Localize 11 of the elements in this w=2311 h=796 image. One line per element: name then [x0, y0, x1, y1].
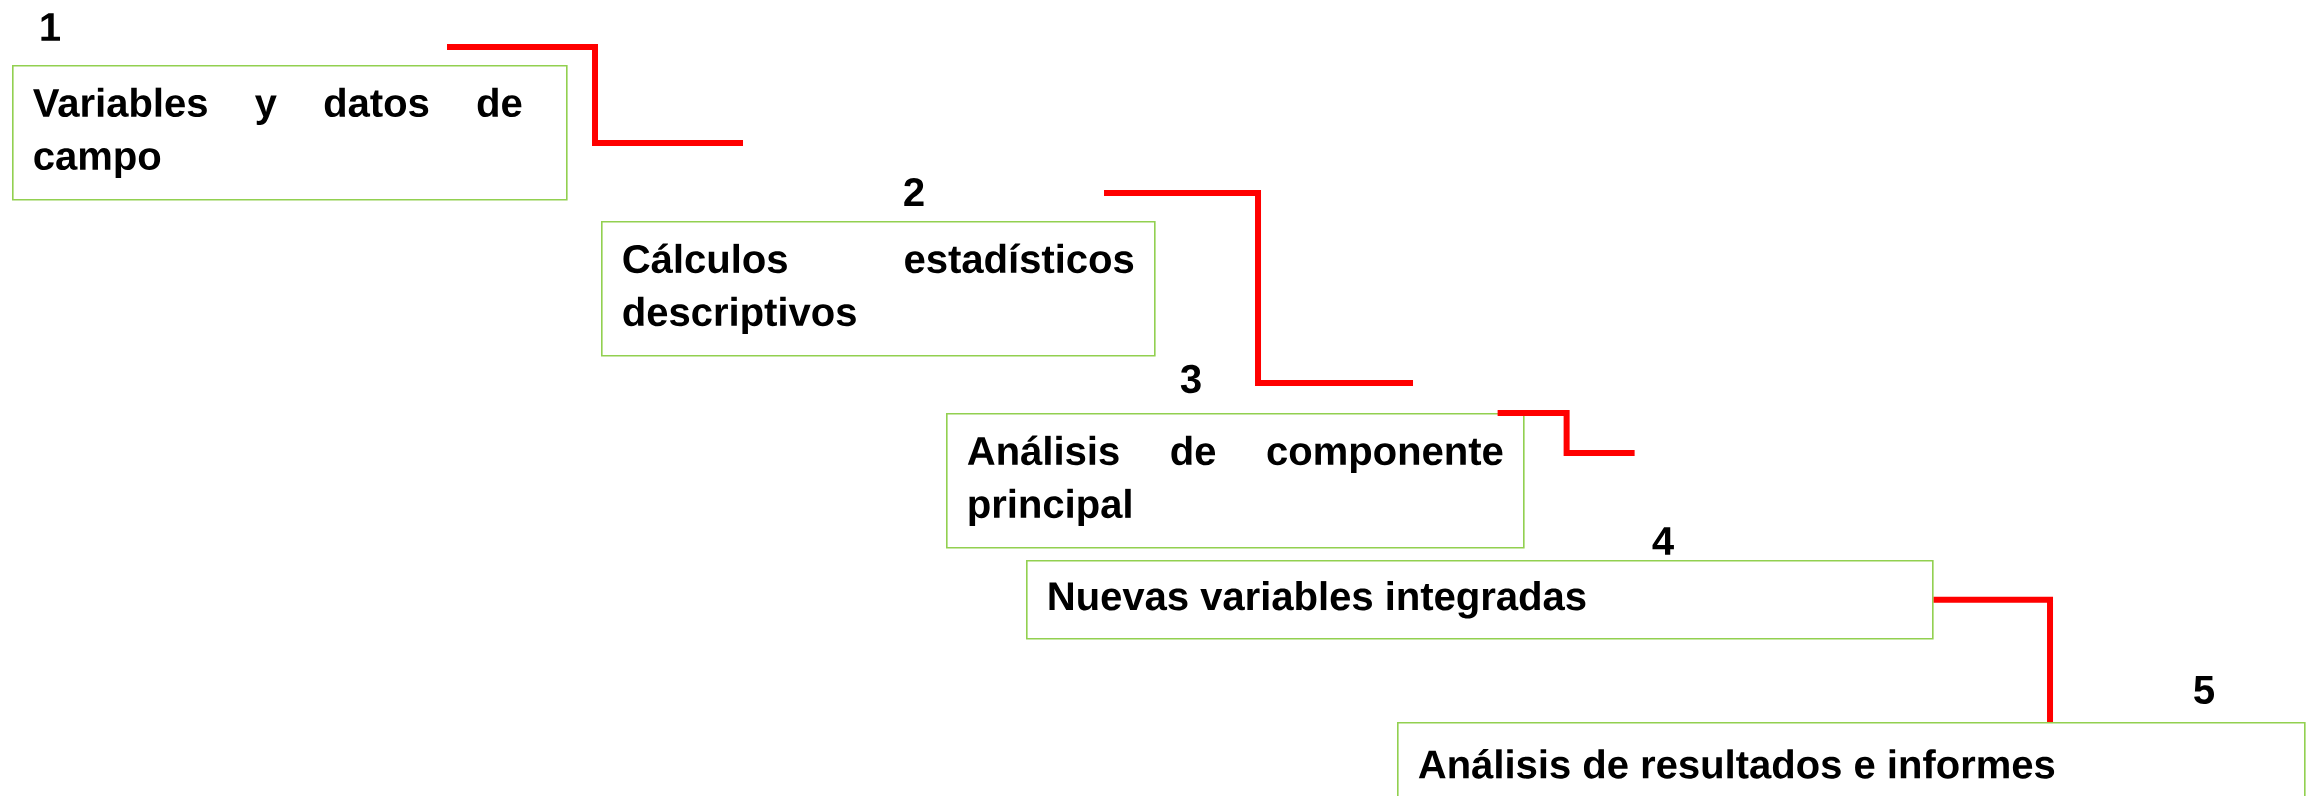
step-number: 2 [904, 178, 924, 206]
step-number: 3 [1180, 364, 1201, 394]
connector-line [1497, 410, 1635, 456]
process-box: Variables y datos de campo [12, 65, 568, 201]
step-number: 4 [1652, 527, 1674, 555]
step-number: 5 [2194, 676, 2214, 704]
process-box: Análisis de resultados e informes [1397, 722, 2306, 796]
process-box: Cálculos estadísticos descriptivos [601, 221, 1156, 357]
process-box: Nuevas variables integradas [1026, 560, 1934, 640]
process-box: Análisis de componente principal [946, 413, 1525, 549]
step-number: 1 [41, 13, 60, 41]
